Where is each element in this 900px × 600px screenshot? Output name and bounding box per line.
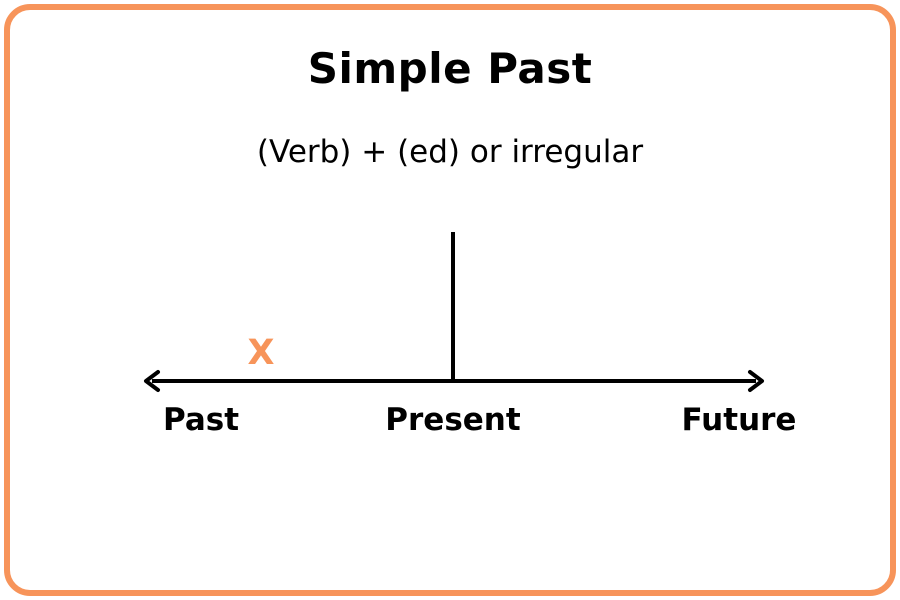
past-label: Past bbox=[162, 402, 240, 438]
future-arrowhead bbox=[748, 370, 764, 392]
diagram-card bbox=[4, 4, 896, 596]
page-title: Simple Past bbox=[307, 44, 593, 93]
future-label: Future bbox=[681, 402, 797, 438]
past-arrowhead bbox=[144, 370, 160, 392]
present-label: Present bbox=[385, 402, 521, 438]
past-event-marker: X bbox=[247, 333, 275, 373]
tense-formula: (Verb) + (ed) or irregular bbox=[256, 134, 644, 170]
